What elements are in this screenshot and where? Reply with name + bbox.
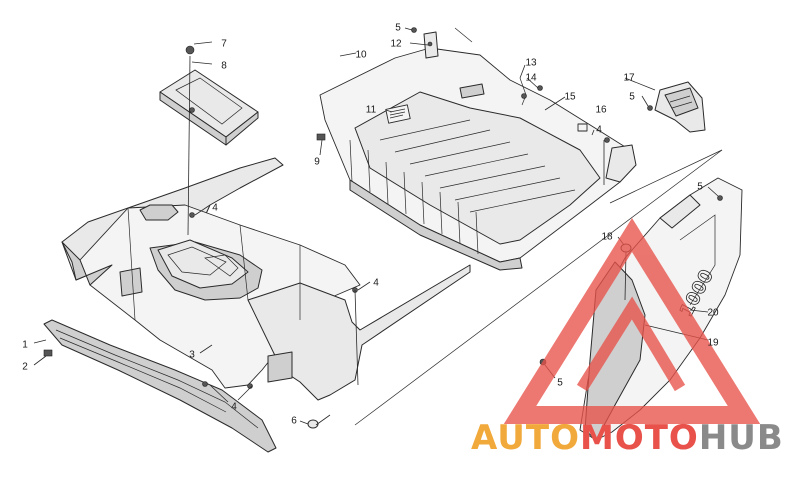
callout-c10: 10 — [355, 50, 367, 61]
nut-icon — [717, 195, 723, 201]
callout-c6: 6 — [291, 416, 297, 427]
callout-c5a: 5 — [395, 23, 401, 34]
grommet-icon — [307, 419, 319, 429]
bracket — [423, 31, 439, 59]
dashed-boundary-lines — [354, 27, 723, 426]
callout-c4d: 4 — [596, 125, 602, 136]
nut-icon — [647, 105, 653, 111]
nut-icon — [411, 27, 417, 33]
watermark-text: AUTOMOTOHUB — [471, 418, 784, 458]
clip-icon — [43, 349, 53, 357]
callout-c9: 9 — [314, 157, 320, 168]
callout-c13: 13 — [525, 58, 537, 69]
callout-c19: 19 — [707, 338, 719, 349]
watermark-triangle-inner — [576, 296, 686, 392]
storage-lid — [159, 69, 259, 146]
strap — [459, 77, 527, 106]
screw-icon — [189, 212, 195, 218]
callout-c8: 8 — [221, 61, 227, 72]
callout-c16: 16 — [595, 105, 607, 116]
screw-icon — [604, 137, 610, 143]
watermark-triangle-logo — [503, 217, 761, 424]
callout-c3: 3 — [189, 350, 195, 361]
watermark-auto: AUTO — [471, 418, 580, 458]
watermark-hub: HUB — [699, 418, 784, 458]
callout-c17: 17 — [623, 73, 635, 84]
lower-trim-strip — [43, 319, 277, 453]
latch — [654, 81, 706, 133]
callout-c18: 18 — [601, 232, 613, 243]
center-console-panel — [61, 157, 471, 401]
callout-c5c: 5 — [697, 182, 703, 193]
callout-c5b: 5 — [629, 92, 635, 103]
callout-c4a: 4 — [212, 203, 218, 214]
callout-c2: 2 — [22, 362, 28, 373]
watermark-moto: MOTO — [580, 418, 699, 458]
pad-icon — [577, 123, 588, 132]
screw-icon — [202, 381, 208, 387]
leader-lines — [33, 27, 719, 426]
clip-icon — [316, 133, 326, 141]
callout-c15: 15 — [564, 92, 576, 103]
callout-c4b: 4 — [373, 278, 379, 289]
callout-c20: 20 — [707, 308, 719, 319]
watermark-triangle-outer — [503, 217, 761, 424]
callout-c5d: 5 — [557, 378, 563, 389]
callout-c12: 12 — [390, 39, 402, 50]
callout-c11: 11 — [366, 105, 377, 116]
callout-c14: 14 — [525, 73, 537, 84]
nut-icon — [537, 85, 543, 91]
callout-c4c: 4 — [231, 402, 237, 413]
push-rivet-icon — [185, 45, 195, 55]
callout-c1: 1 — [22, 340, 28, 351]
cargo-box — [319, 47, 637, 271]
callout-c7: 7 — [221, 39, 227, 50]
